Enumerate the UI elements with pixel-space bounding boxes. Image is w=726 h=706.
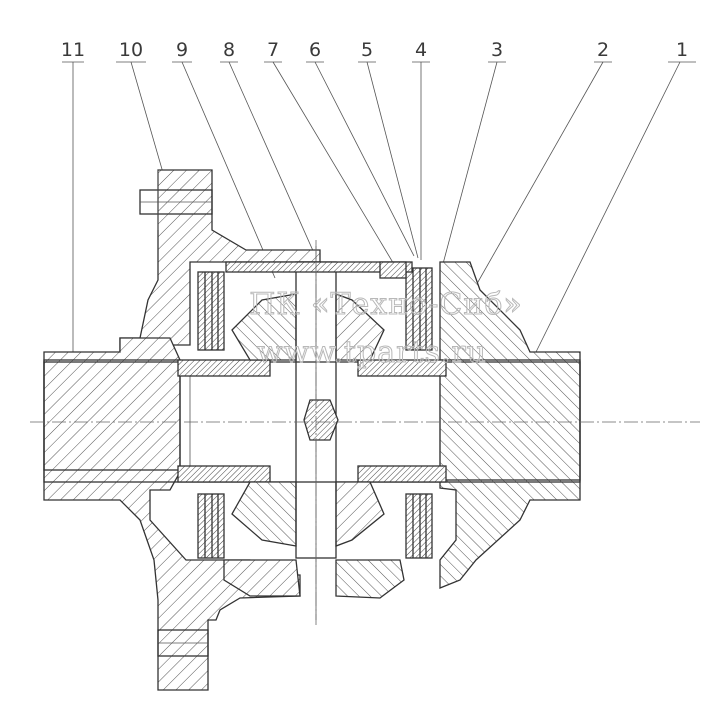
callout-2: 2	[597, 39, 609, 61]
left-side-gear	[231, 293, 297, 547]
right-side-gear	[335, 293, 385, 547]
case-upper	[225, 261, 413, 279]
callout-11: 11	[61, 39, 85, 61]
callout-8: 8	[223, 39, 235, 61]
callout-4: 4	[415, 39, 427, 61]
left-housing	[43, 169, 321, 691]
watermark-company: ПК «Техно-Сиб»	[249, 287, 523, 322]
center-lines	[30, 240, 700, 625]
right-friction-pack-upper	[405, 267, 433, 351]
callout-3: 3	[491, 39, 503, 61]
callout-labels: 11 10 9 8 7 6 5 4 3 2 1	[61, 39, 688, 61]
callout-9: 9	[176, 39, 188, 61]
watermark: ПК «Техно-Сиб» www.tparts.ru	[249, 287, 523, 371]
callout-6: 6	[309, 39, 321, 61]
watermark-url: www.tparts.ru	[257, 335, 487, 370]
left-bushing	[177, 359, 271, 483]
callout-7: 7	[267, 39, 279, 61]
callout-1: 1	[676, 39, 688, 61]
right-friction-pack-lower	[405, 493, 433, 559]
callout-5: 5	[361, 39, 373, 61]
left-friction-pack-lower	[197, 493, 225, 559]
leader-lines	[62, 61, 696, 353]
callout-10: 10	[119, 39, 143, 61]
right-bushing	[357, 359, 447, 483]
case-lower	[223, 559, 405, 599]
left-friction-pack-upper	[197, 271, 225, 351]
